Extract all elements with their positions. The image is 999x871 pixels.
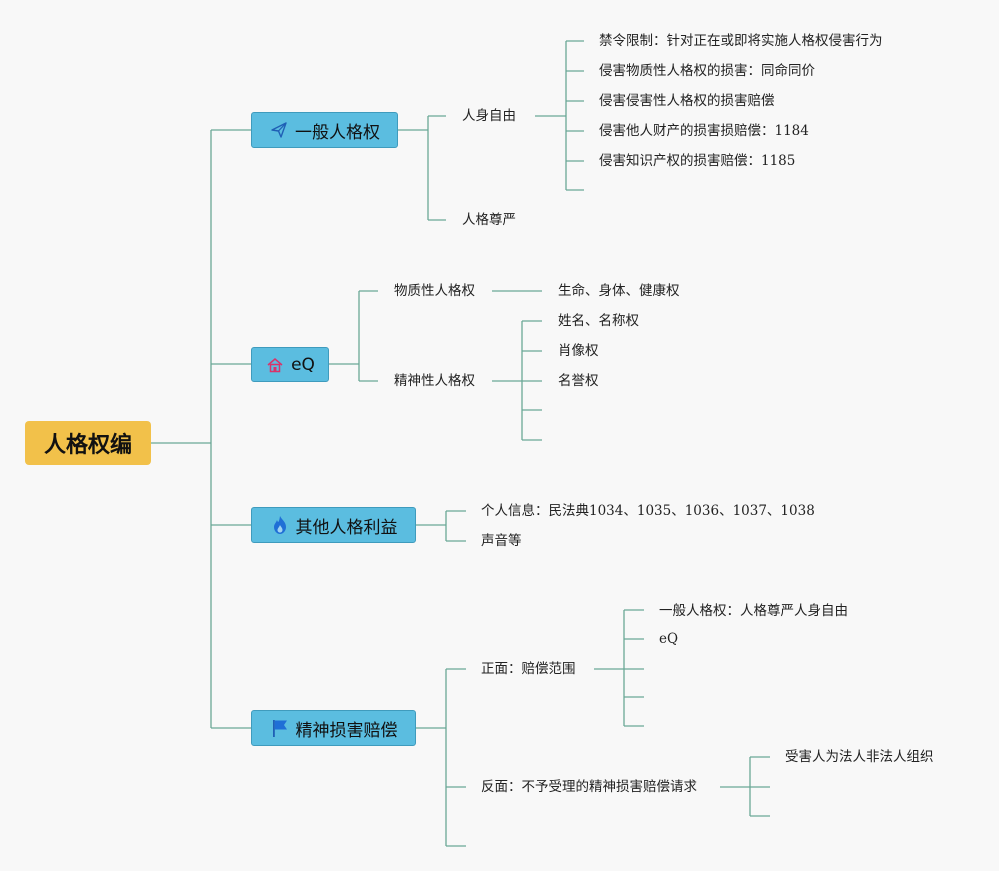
branch-label: eQ <box>291 354 315 375</box>
node-spiritual-rights[interactable]: 精神性人格权 <box>394 373 475 389</box>
node-material-rights[interactable]: 物质性人格权 <box>394 283 475 299</box>
leaf-portrait-rights[interactable]: 肖像权 <box>558 343 599 359</box>
node-personal-info[interactable]: 个人信息：民法典1034、1035、1036、1037、1038 <box>481 503 815 519</box>
flame-icon <box>270 515 290 535</box>
node-compensation-scope[interactable]: 正面：赔偿范围 <box>481 661 576 677</box>
flag-icon <box>270 718 290 738</box>
node-personal-freedom[interactable]: 人身自由 <box>462 108 516 124</box>
leaf-general-personality-scope[interactable]: 一般人格权：人格尊严人身自由 <box>659 603 848 619</box>
leaf-reputation-rights[interactable]: 名誉权 <box>558 373 599 389</box>
leaf-injunction[interactable]: 禁令限制：针对正在或即将实施人格权侵害行为 <box>599 33 883 49</box>
paper-plane-icon <box>269 120 289 140</box>
branch-label: 精神损害赔偿 <box>295 720 398 741</box>
node-not-accepted-claims[interactable]: 反面：不予受理的精神损害赔偿请求 <box>481 779 697 795</box>
branch-eq[interactable]: eQ <box>251 347 329 382</box>
leaf-material-damage[interactable]: 侵害物质性人格权的损害：同命同价 <box>599 63 815 79</box>
branch-label: 其他人格利益 <box>295 517 398 538</box>
branch-other-interests[interactable]: 其他人格利益 <box>251 507 416 543</box>
branch-mental-damage[interactable]: 精神损害赔偿 <box>251 710 416 746</box>
leaf-name-rights[interactable]: 姓名、名称权 <box>558 313 639 329</box>
node-voice[interactable]: 声音等 <box>481 533 522 549</box>
leaf-legal-person-victim[interactable]: 受害人为法人非法人组织 <box>785 749 934 765</box>
root-node[interactable]: 人格权编 <box>25 421 151 465</box>
node-personal-dignity[interactable]: 人格尊严 <box>462 212 516 228</box>
leaf-ip-damage[interactable]: 侵害知识产权的损害赔偿：1185 <box>599 153 796 169</box>
house-icon <box>265 355 285 375</box>
root-label: 人格权编 <box>43 433 132 458</box>
leaf-property-damage[interactable]: 侵害他人财产的损害损赔偿：1184 <box>599 123 809 139</box>
leaf-life-body-health[interactable]: 生命、身体、健康权 <box>558 283 680 299</box>
branch-label: 一般人格权 <box>295 122 380 143</box>
leaf-infringement-compensation[interactable]: 侵害侵害性人格权的损害赔偿 <box>599 93 775 109</box>
branch-general-personality[interactable]: 一般人格权 <box>251 112 398 148</box>
leaf-eq-scope[interactable]: eQ <box>659 631 679 647</box>
